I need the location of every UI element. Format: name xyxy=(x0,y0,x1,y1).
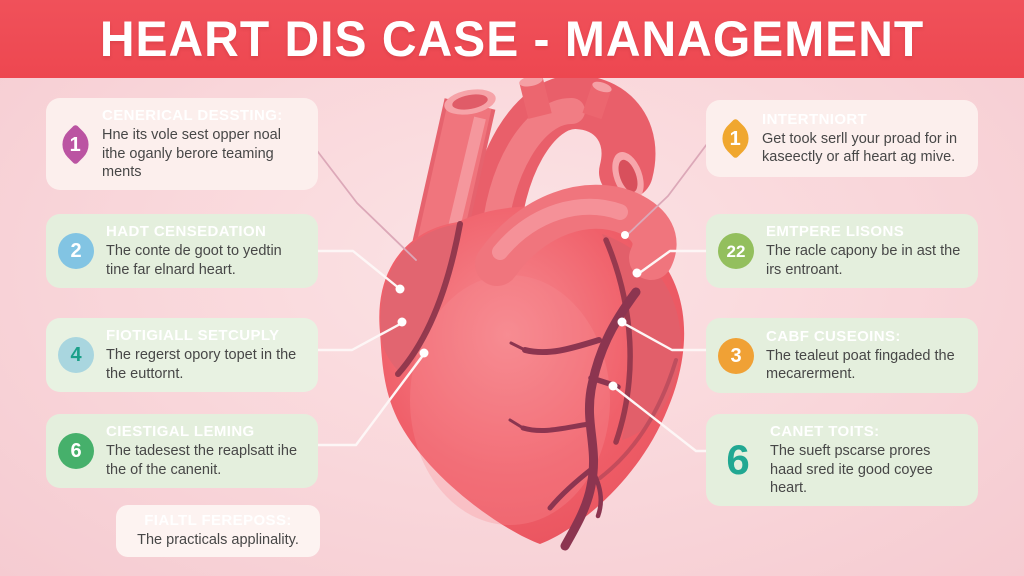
connector-dot xyxy=(608,381,618,391)
connector-right-1 xyxy=(625,143,708,237)
connector-left-1 xyxy=(314,147,417,261)
card-body: The practicals applinality. xyxy=(137,532,299,549)
info-card-right-2: 22 EMTPERE LISONS The racle capony be in… xyxy=(706,214,978,288)
card-title: CABF CUSEOINS: xyxy=(766,327,901,345)
info-card-footer: FIALTL FEREPOSS: The practicals applinal… xyxy=(116,505,320,557)
card-body: The tadesest the reaplsatt ihe the of th… xyxy=(106,443,298,478)
heart-body xyxy=(379,206,685,544)
card-title: HADT CENSEDATION xyxy=(106,223,267,241)
connector-dot xyxy=(621,231,629,239)
card-body: The racle capony be in ast the irs entro… xyxy=(766,243,961,278)
info-card-left-4: 6 CIESTIGAL LEMING The tadesest the reap… xyxy=(46,414,318,488)
step-badge: 1 xyxy=(54,123,97,165)
card-title: CENERICAL DESSTING: xyxy=(102,107,283,124)
info-card-right-4: 6 CANET TOITS: The sueft pscarse prores … xyxy=(706,414,978,507)
info-card-left-1: 1 CENERICAL DESSTING: Hne its vole sest … xyxy=(46,98,318,191)
card-title: INTERTNIORT xyxy=(762,110,868,128)
connector-left-4 xyxy=(316,352,426,447)
info-card-right-1: 1 INTERTNIORT Get took serll your proad … xyxy=(706,100,978,177)
card-title: FIALTL FEREPOSS: xyxy=(144,512,292,529)
card-body: The sueft pscarse prores haad sred ite g… xyxy=(770,443,933,496)
right-atrium xyxy=(598,234,681,480)
connector-dot xyxy=(397,317,407,327)
step-badge: 1 xyxy=(714,117,757,160)
card-title: EMTPERE LISONS xyxy=(766,223,905,241)
card-title: CANET TOITS: xyxy=(770,423,880,440)
info-card-left-3: 4 FIOTIGIALL SETCUPLY The regerst opory … xyxy=(46,318,318,392)
card-body: Get took serll your proad for in kaseect… xyxy=(762,130,958,166)
connector-left-2 xyxy=(316,249,402,291)
superior-vena-cava xyxy=(408,89,496,270)
aorta xyxy=(465,75,656,279)
connector-left-3 xyxy=(316,321,404,352)
left-atrium xyxy=(380,221,463,377)
connector-right-4 xyxy=(612,385,708,453)
connector-dot xyxy=(632,268,642,278)
step-badge: 2 xyxy=(58,233,94,269)
card-body: Hne its vole sest opper noal ithe oganly… xyxy=(102,127,281,180)
info-card-left-2: 2 HADT CENSEDATION The conte de goot to … xyxy=(46,214,318,288)
connector-dot xyxy=(419,348,429,358)
connector-right-2 xyxy=(636,249,708,276)
card-body: The regerst opory topet in the the eutto… xyxy=(106,347,297,382)
card-body: The tealeut poat fingaded the mecarermen… xyxy=(766,347,955,383)
step-badge: 6 xyxy=(726,436,750,484)
connector-right-3 xyxy=(621,321,708,352)
connector-dot xyxy=(617,317,627,327)
connector-dot xyxy=(395,284,405,294)
coronary-artery xyxy=(508,287,641,551)
card-body: The conte de goot to yedtin tine far eln… xyxy=(106,243,282,278)
page-title: HEART DIS CASE - MANAGEMENT xyxy=(99,11,925,67)
step-badge: 6 xyxy=(58,432,94,469)
pulmonary-artery xyxy=(475,184,677,286)
aortic-branch-stubs xyxy=(519,75,612,120)
card-title: CIESTIGAL LEMING xyxy=(106,423,255,440)
step-badge: 3 xyxy=(718,337,754,374)
step-badge: 4 xyxy=(58,336,94,373)
info-card-right-3: 3 CABF CUSEOINS: The tealeut poat fingad… xyxy=(706,318,978,393)
header-banner: HEART DIS CASE - MANAGEMENT xyxy=(0,0,1024,78)
step-badge: 22 xyxy=(718,233,754,269)
card-title: FIOTIGIALL SETCUPLY xyxy=(106,327,280,344)
